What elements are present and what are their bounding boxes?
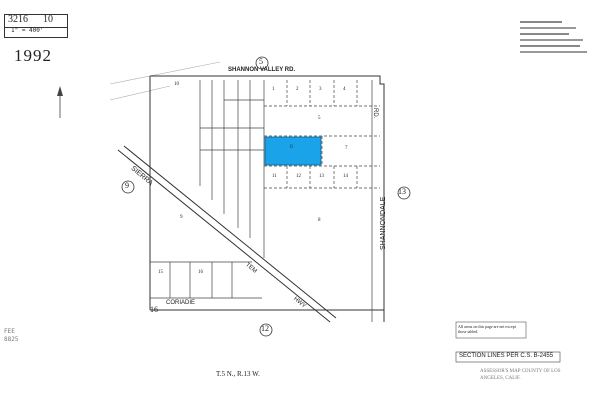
parcel-number: 1 [272, 87, 275, 92]
page-number: 10 [43, 14, 53, 25]
north-arrow-icon [57, 86, 63, 118]
parcel-number: 9 [180, 215, 183, 220]
highlighted-parcel[interactable] [264, 136, 322, 166]
parcel-number: 6 [290, 144, 293, 150]
road-coriander: CORIADIE [166, 300, 196, 306]
section-right: 13 [398, 187, 406, 196]
assessor-note: ASSESSOR'S MAP COUNTY OF LOS ANGELES, CA… [480, 369, 561, 381]
section-left: 9 [125, 181, 129, 190]
parcel-number: 15 [158, 270, 163, 275]
parcel-number: 2 [296, 87, 299, 92]
township-label: T.5 N., R.13 W. [216, 370, 260, 378]
book-number: 3216 [8, 14, 28, 25]
parcel-number: 7 [345, 146, 348, 151]
parcel-number: 11 [272, 174, 277, 179]
section-lines-note: SECTION LINES PER C.S. B-2455 [459, 353, 554, 359]
parcel-number: 13 [319, 174, 324, 179]
road-shannon-valley: SHANNON VALLEY RD. [228, 67, 296, 73]
parcel-number: 14 [343, 174, 348, 179]
road-rd: RD. [372, 108, 378, 119]
book-page-box: 3216 10 [4, 14, 68, 28]
scale-box: 1" = 400' [4, 27, 68, 38]
parcel-number: 12 [296, 174, 301, 179]
road-shannondale: SHANNONDALE [380, 196, 387, 250]
map-year: 1992 [14, 46, 52, 65]
section-bottom: 12 [261, 324, 269, 333]
net-areas-note: All areas on this page are net except th… [458, 324, 516, 334]
scale-label: 1" = 400' [11, 27, 44, 34]
section-top: 5 [259, 57, 263, 66]
revision-stamps [520, 16, 590, 68]
fee-label: FEE 8825 [4, 328, 19, 343]
parcel-number: 5 [318, 116, 321, 121]
parcel-number: 4 [343, 87, 346, 92]
parcel-number: 3 [319, 87, 322, 92]
parcel-number: 8 [318, 218, 321, 223]
parcel-number: 10 [174, 82, 179, 87]
parcel-number: 16 [198, 270, 203, 275]
section-corner: 16 [150, 305, 158, 314]
